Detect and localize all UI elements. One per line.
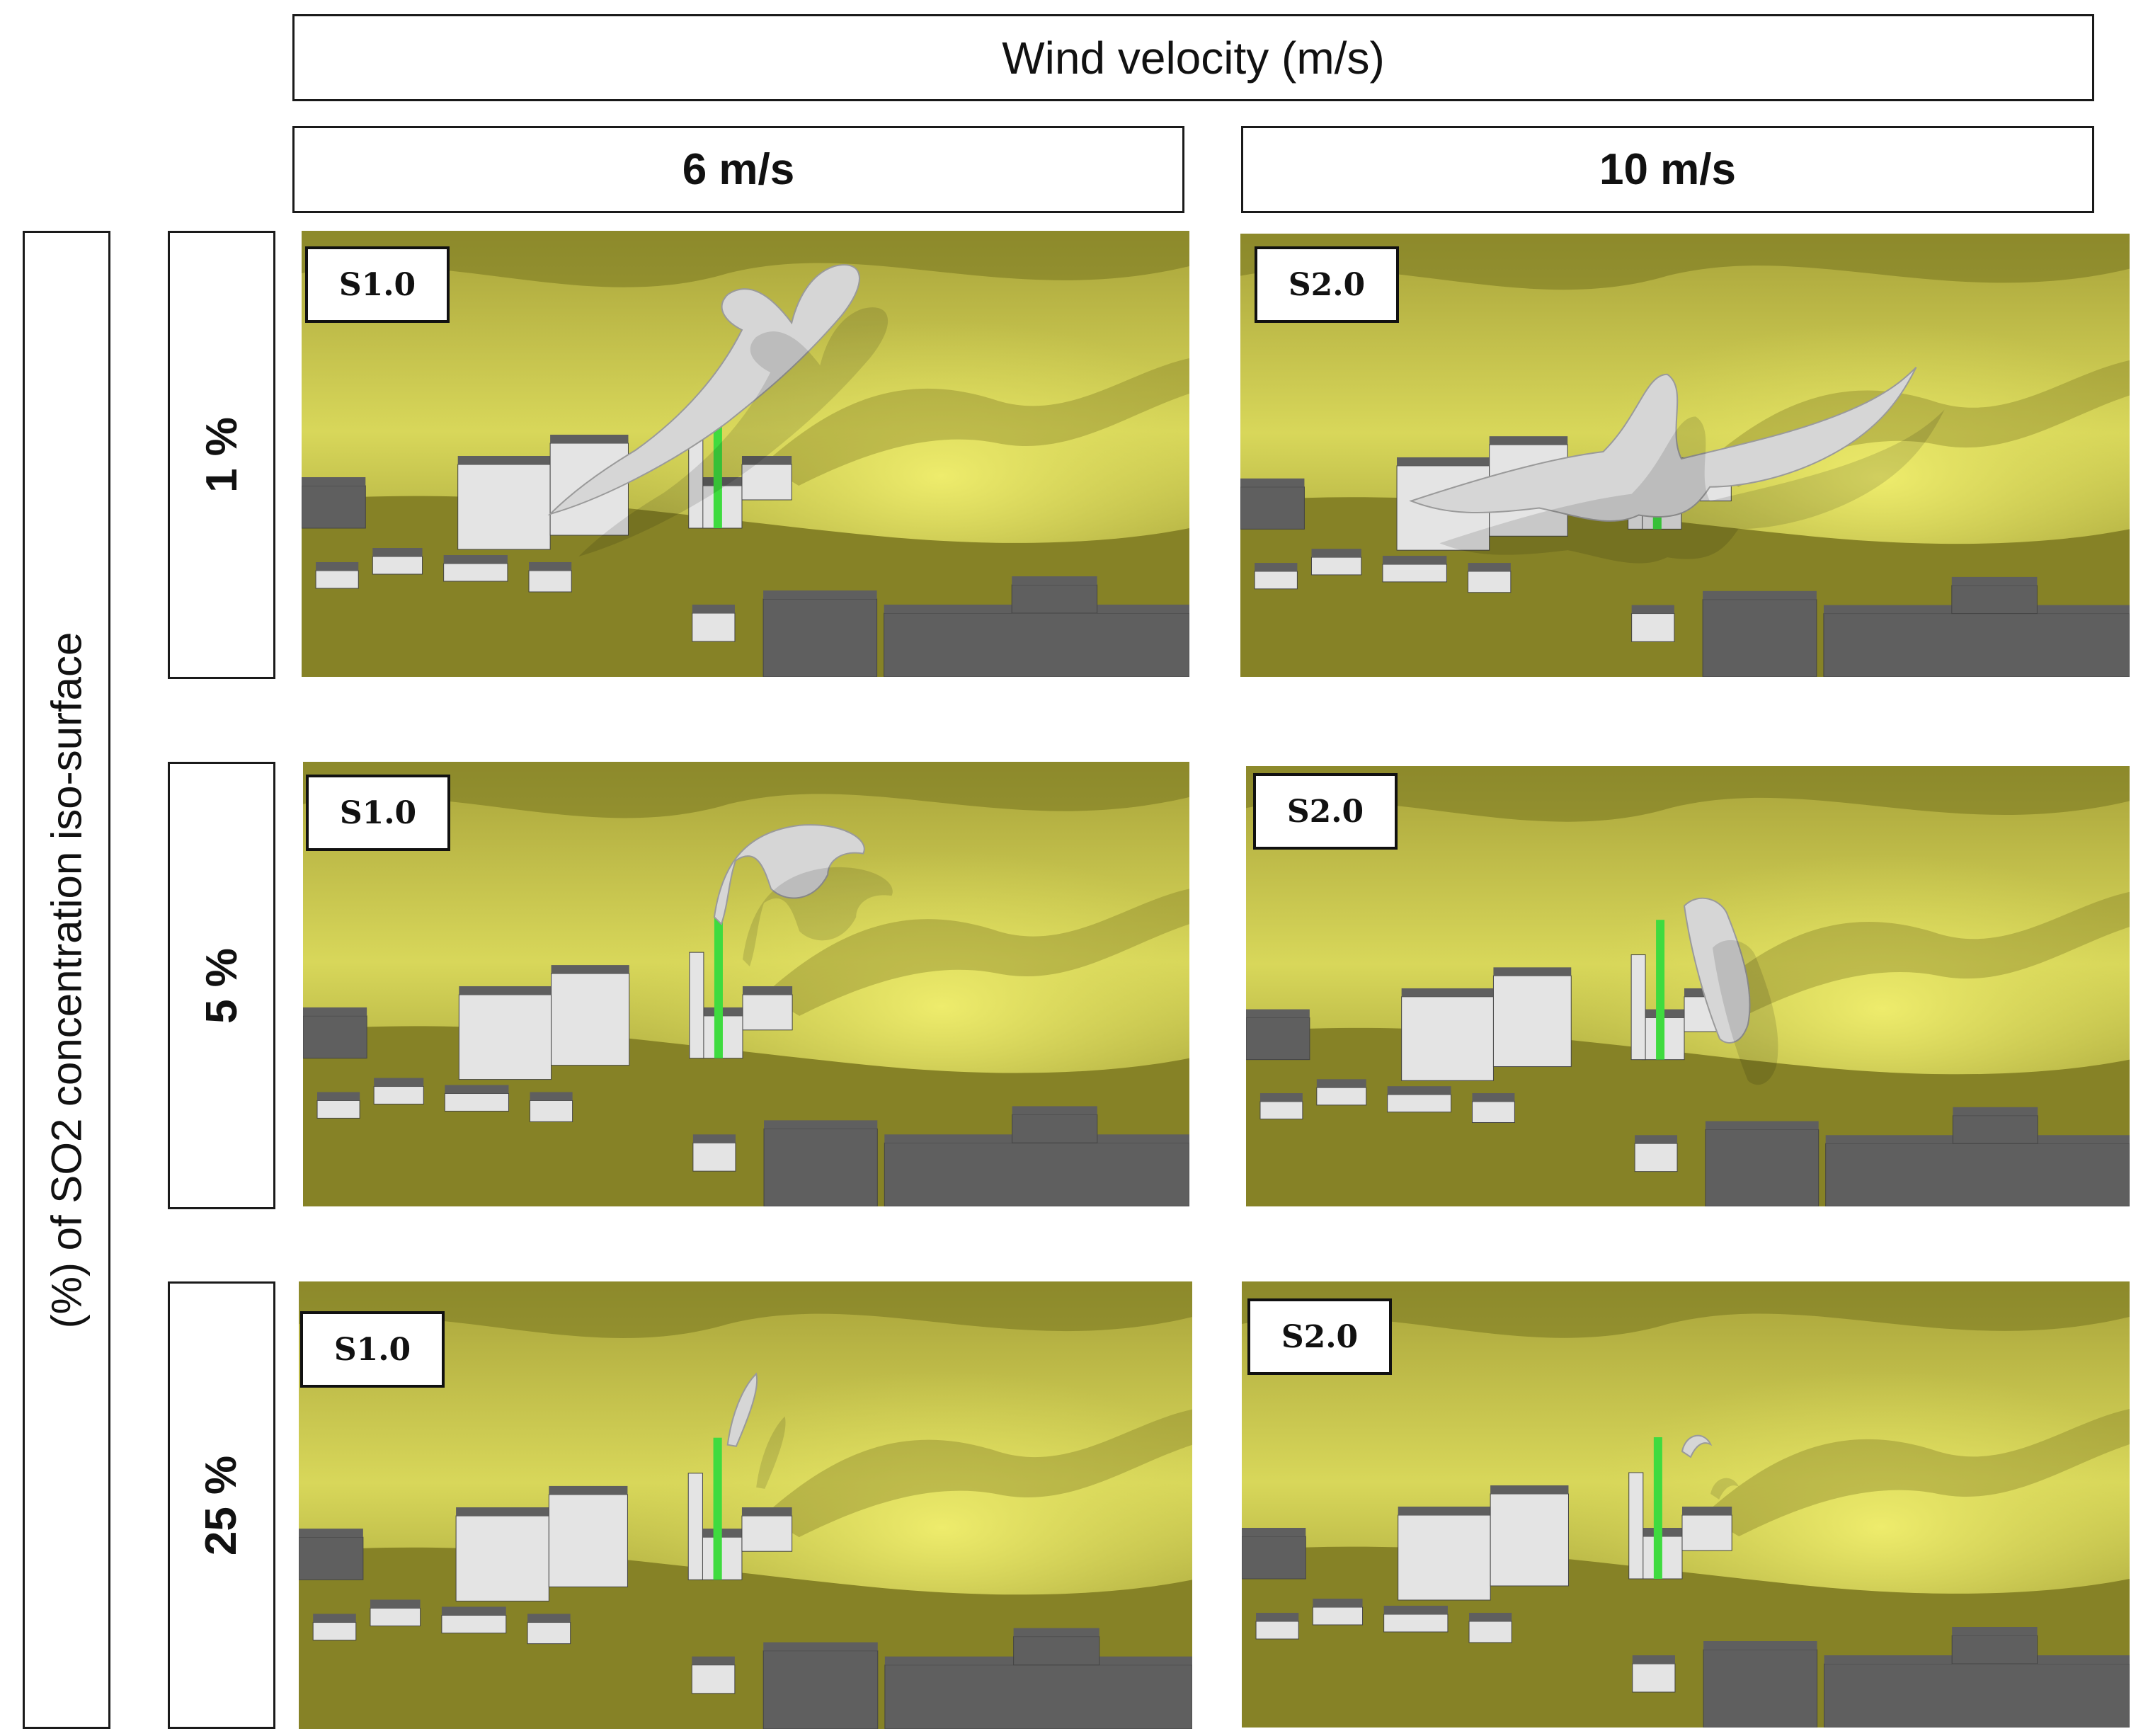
wind-velocity-title: Wind velocity (m/s) [1002,32,1385,84]
row-label-text: 1 % [197,417,246,493]
terrain-scene [299,1281,1192,1729]
row-label-5-percent: 5 % [168,762,275,1209]
terrain-scene [302,231,1189,677]
column-label: 6 m/s [682,145,795,194]
scene-panel: S1.0 [299,1281,1192,1729]
case-label: S2.0 [1247,1298,1392,1375]
so2-plume-iso-surface [1681,1434,1713,1458]
so2-plume-iso-surface [713,824,865,926]
case-label: S1.0 [306,775,450,851]
row-label-25-percent: 25 % [168,1281,275,1729]
chimney-stack [1656,920,1665,1060]
chimney-stack [1653,1437,1662,1579]
row-label-1-percent: 1 % [168,231,275,679]
so2-plume-iso-surface [1409,367,1917,522]
case-label: S2.0 [1253,773,1398,850]
so2-plume-iso-surface [1683,897,1751,1044]
scene-panel: S2.0 [1246,766,2130,1206]
so2-plume-iso-surface [547,264,860,516]
scene-panel: S2.0 [1240,234,2130,677]
scene-panel: S1.0 [302,231,1189,677]
column-label: 10 m/s [1599,145,1737,194]
case-label: S1.0 [305,246,450,323]
iso-surface-axis-title: (%) of SO2 concentration iso-surface [23,231,110,1729]
column-header-10ms: 10 m/s [1241,126,2094,213]
case-label: S2.0 [1255,246,1399,323]
wind-velocity-header: Wind velocity (m/s) [292,14,2094,101]
case-label: S1.0 [300,1311,445,1388]
row-label-text: 5 % [197,947,246,1024]
so2-plume-iso-surface [726,1372,758,1447]
scene-panel: S2.0 [1242,1281,2130,1728]
column-header-6ms: 6 m/s [292,126,1184,213]
scene-panel: S1.0 [303,762,1189,1206]
axis-title-text: (%) of SO2 concentration iso-surface [42,632,91,1328]
chimney-stack [713,1437,722,1580]
chimney-stack [714,917,723,1058]
row-label-text: 25 % [197,1455,246,1555]
terrain-scene [303,762,1189,1206]
